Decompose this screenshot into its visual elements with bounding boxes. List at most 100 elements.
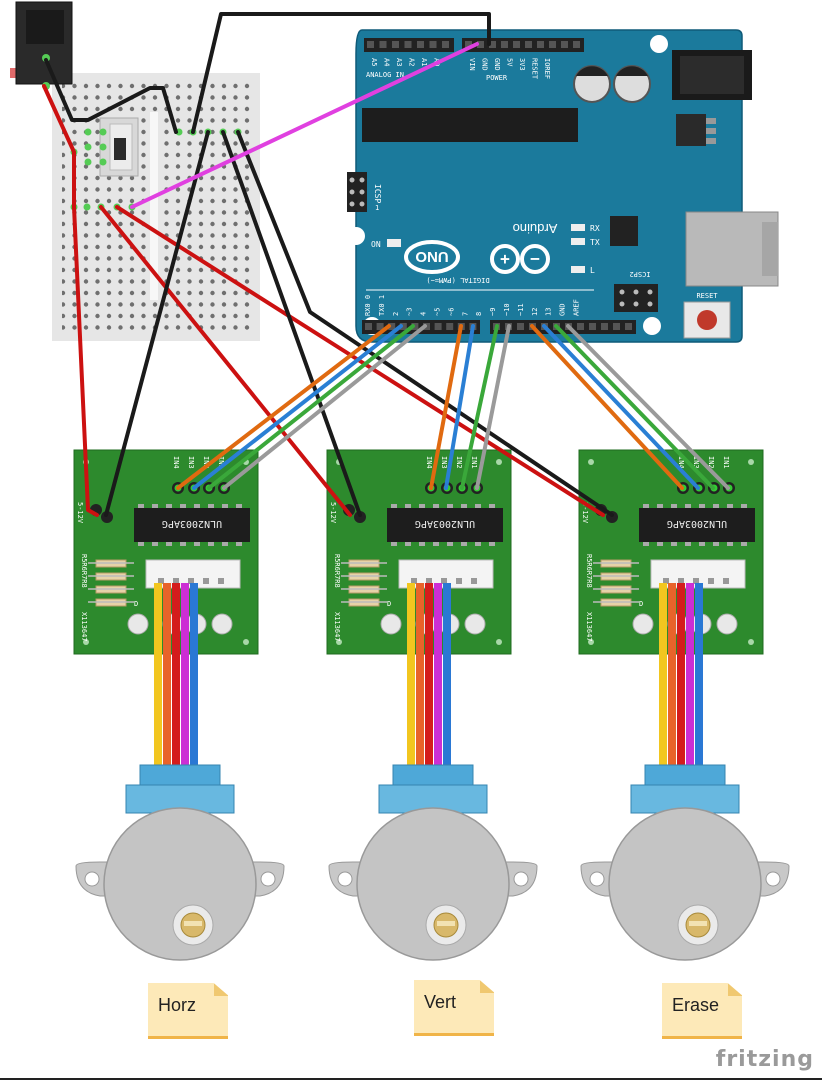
motor-label-note: Vert bbox=[414, 980, 494, 1036]
driver-voltage-label: 5-12V bbox=[76, 502, 84, 524]
resistor-label: R5R6R7R8 bbox=[80, 554, 88, 588]
power-pin-label: RESET bbox=[531, 58, 539, 80]
driver-input-label: IN3 bbox=[692, 456, 700, 469]
wire-black-gnd-2 bbox=[221, 130, 362, 517]
digital-pin-label: ~11 bbox=[517, 303, 525, 316]
breadboard-channel bbox=[150, 112, 158, 300]
driver-input-label: IN1 bbox=[217, 456, 225, 469]
wire-d2-in3 bbox=[444, 324, 475, 490]
icsp2-header[interactable] bbox=[614, 284, 658, 312]
led-letter-label: D bbox=[134, 600, 138, 608]
motor-label-text: Horz bbox=[158, 995, 197, 1015]
usb-chip bbox=[610, 216, 638, 246]
ic-part-label: ULN2003APG bbox=[667, 518, 727, 529]
digital-pin-label: 7 bbox=[461, 312, 469, 316]
digital-pin-label: TX0 1 bbox=[378, 295, 386, 316]
analog-pin-label: A5 bbox=[370, 58, 378, 66]
digital-pin-label: 4 bbox=[420, 312, 428, 316]
driver-voltage-label: 5-12V bbox=[329, 502, 337, 524]
wire-d1-in1 bbox=[222, 324, 427, 490]
power-pin-label: GND bbox=[493, 58, 501, 71]
wire-magenta-vin bbox=[130, 42, 479, 209]
serial-label: X113647 bbox=[333, 612, 341, 642]
led-letter-label: D bbox=[639, 600, 643, 608]
driver-input-label: IN4 bbox=[425, 456, 433, 469]
slide-switch[interactable] bbox=[84, 117, 139, 177]
power-pin-label: 5V bbox=[506, 58, 514, 67]
wire-black-gnd-3 bbox=[236, 130, 614, 517]
analog-pin-label: A4 bbox=[383, 58, 391, 66]
digital-pin-label: RX0 0 bbox=[364, 295, 372, 316]
led-letter-label: D bbox=[387, 600, 391, 608]
digital-pin-label: ~3 bbox=[406, 308, 414, 316]
uln2003-ic bbox=[639, 508, 755, 542]
analog-pin-label: A1 bbox=[420, 58, 428, 66]
uln2003-ic bbox=[134, 508, 250, 542]
ic-part-label: ULN2003APG bbox=[415, 518, 475, 529]
stepper-motor bbox=[75, 583, 285, 961]
motor-label-text: Erase bbox=[672, 995, 720, 1015]
icsp-pin1-label: 1 bbox=[375, 204, 379, 212]
voltage-regulator bbox=[676, 114, 706, 146]
uno-logo-text: UNO bbox=[415, 248, 449, 265]
wire-d2-in4 bbox=[429, 324, 463, 490]
power-pin-label: GND bbox=[481, 58, 489, 71]
ic-part-label: ULN2003APG bbox=[162, 518, 222, 529]
wire-black-gnd-jack bbox=[44, 58, 178, 134]
wire-black-gnd-arduino bbox=[191, 12, 491, 134]
on-led-label: ON bbox=[371, 240, 381, 249]
driver-input-label: IN1 bbox=[722, 456, 730, 469]
wire-d1-in2 bbox=[207, 324, 415, 490]
wire-d1-in3 bbox=[192, 324, 403, 490]
mount-hole bbox=[650, 35, 668, 53]
power-pin-label: VIN bbox=[468, 58, 476, 71]
driver-input-label: IN1 bbox=[470, 456, 478, 469]
uln2003-ic bbox=[387, 508, 503, 542]
motor-label-note: Horz bbox=[148, 983, 228, 1039]
capacitors bbox=[573, 65, 651, 103]
digital-pin-label: ~6 bbox=[447, 308, 455, 316]
bottom-border bbox=[0, 1078, 822, 1080]
wire-d2-in2 bbox=[460, 324, 499, 490]
wire-red-power-1 bbox=[42, 84, 99, 517]
digital-pin-label: 12 bbox=[531, 308, 539, 316]
driver-input-label: IN3 bbox=[440, 456, 448, 469]
motor-label-text: Vert bbox=[424, 992, 457, 1012]
digital-header-label: DIGITAL (PWM=~) bbox=[426, 276, 489, 284]
digital-pin-label: 2 bbox=[392, 312, 400, 316]
driver-input-label: IN2 bbox=[202, 456, 210, 469]
arduino-brand-text: Arduino bbox=[513, 221, 558, 236]
driver-input-label: IN3 bbox=[187, 456, 195, 469]
serial-label: X113647 bbox=[585, 612, 593, 642]
digital-pin-label: 8 bbox=[475, 312, 483, 316]
icsp-label: ICSP bbox=[373, 184, 382, 203]
resistor-label: R5R6R7R8 bbox=[333, 554, 341, 588]
driver-input-label: IN2 bbox=[455, 456, 463, 469]
driver-input-label: IN4 bbox=[172, 456, 180, 469]
dc-barrel-jack[interactable] bbox=[10, 1, 73, 90]
arduino-logo: UNO + − Arduino bbox=[404, 221, 558, 274]
driver-input-label: IN2 bbox=[707, 456, 715, 469]
atmega-chip bbox=[362, 108, 578, 142]
power-pin-label: IOREF bbox=[543, 58, 551, 79]
l-led-label: L bbox=[590, 266, 595, 275]
breadboard bbox=[52, 73, 260, 341]
analog-pin-label: A3 bbox=[395, 58, 403, 66]
wire-d3-in1 bbox=[566, 324, 730, 490]
stepper-motor bbox=[328, 583, 538, 961]
wire-d1-in4 bbox=[176, 324, 391, 490]
wire-d3-in4 bbox=[530, 324, 684, 490]
wire-d2-in1 bbox=[475, 324, 511, 490]
rx-led-label: RX bbox=[590, 224, 600, 233]
reset-label: RESET bbox=[696, 292, 718, 300]
reset-button[interactable] bbox=[683, 301, 731, 339]
mount-hole bbox=[643, 317, 661, 335]
digital-pin-label: ~9 bbox=[489, 308, 497, 316]
resistor-label: R5R6R7R8 bbox=[585, 554, 593, 588]
stepper-motor bbox=[580, 583, 790, 961]
serial-label: X113647 bbox=[80, 612, 88, 642]
wire-red-power-2 bbox=[99, 205, 352, 517]
